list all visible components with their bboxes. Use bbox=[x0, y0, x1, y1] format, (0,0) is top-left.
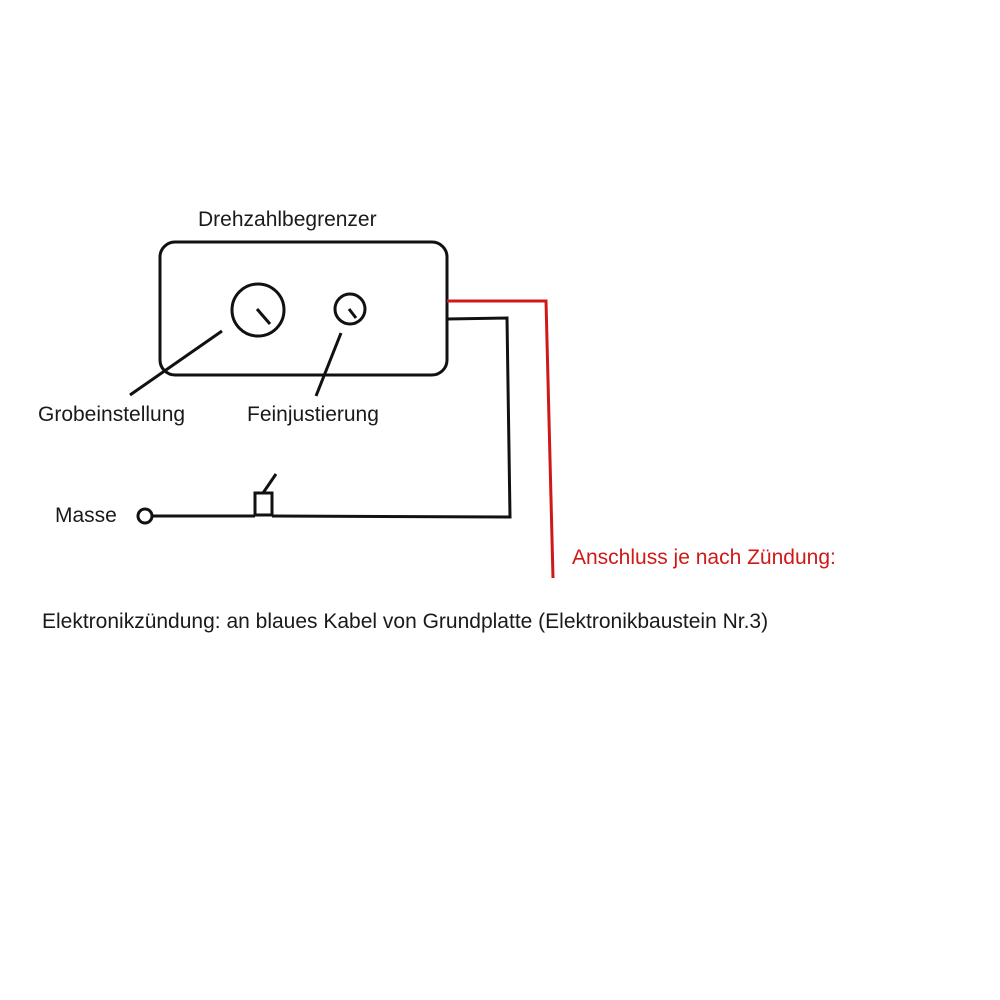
switch-icon bbox=[253, 473, 278, 517]
red-wire bbox=[447, 299, 555, 579]
connection-label: Anschluss je nach Zündung: bbox=[572, 546, 836, 569]
coarse-label: Grobeinstellung bbox=[38, 403, 186, 426]
coarse-pointer-line bbox=[129, 329, 223, 397]
note-text: Elektronikzündung: an blaues Kabel von G… bbox=[42, 610, 769, 633]
fine-knob-icon bbox=[333, 292, 367, 326]
black-wire bbox=[271, 316, 512, 519]
limiter-box bbox=[158, 240, 449, 377]
fine-pointer-line bbox=[314, 332, 343, 397]
coarse-knob-icon bbox=[230, 282, 286, 338]
ground-terminal-icon bbox=[136, 507, 154, 525]
ground-label: Masse bbox=[55, 504, 117, 527]
fine-label: Feinjustierung bbox=[247, 403, 379, 426]
diagram-title: Drehzahlbegrenzer bbox=[198, 208, 377, 231]
